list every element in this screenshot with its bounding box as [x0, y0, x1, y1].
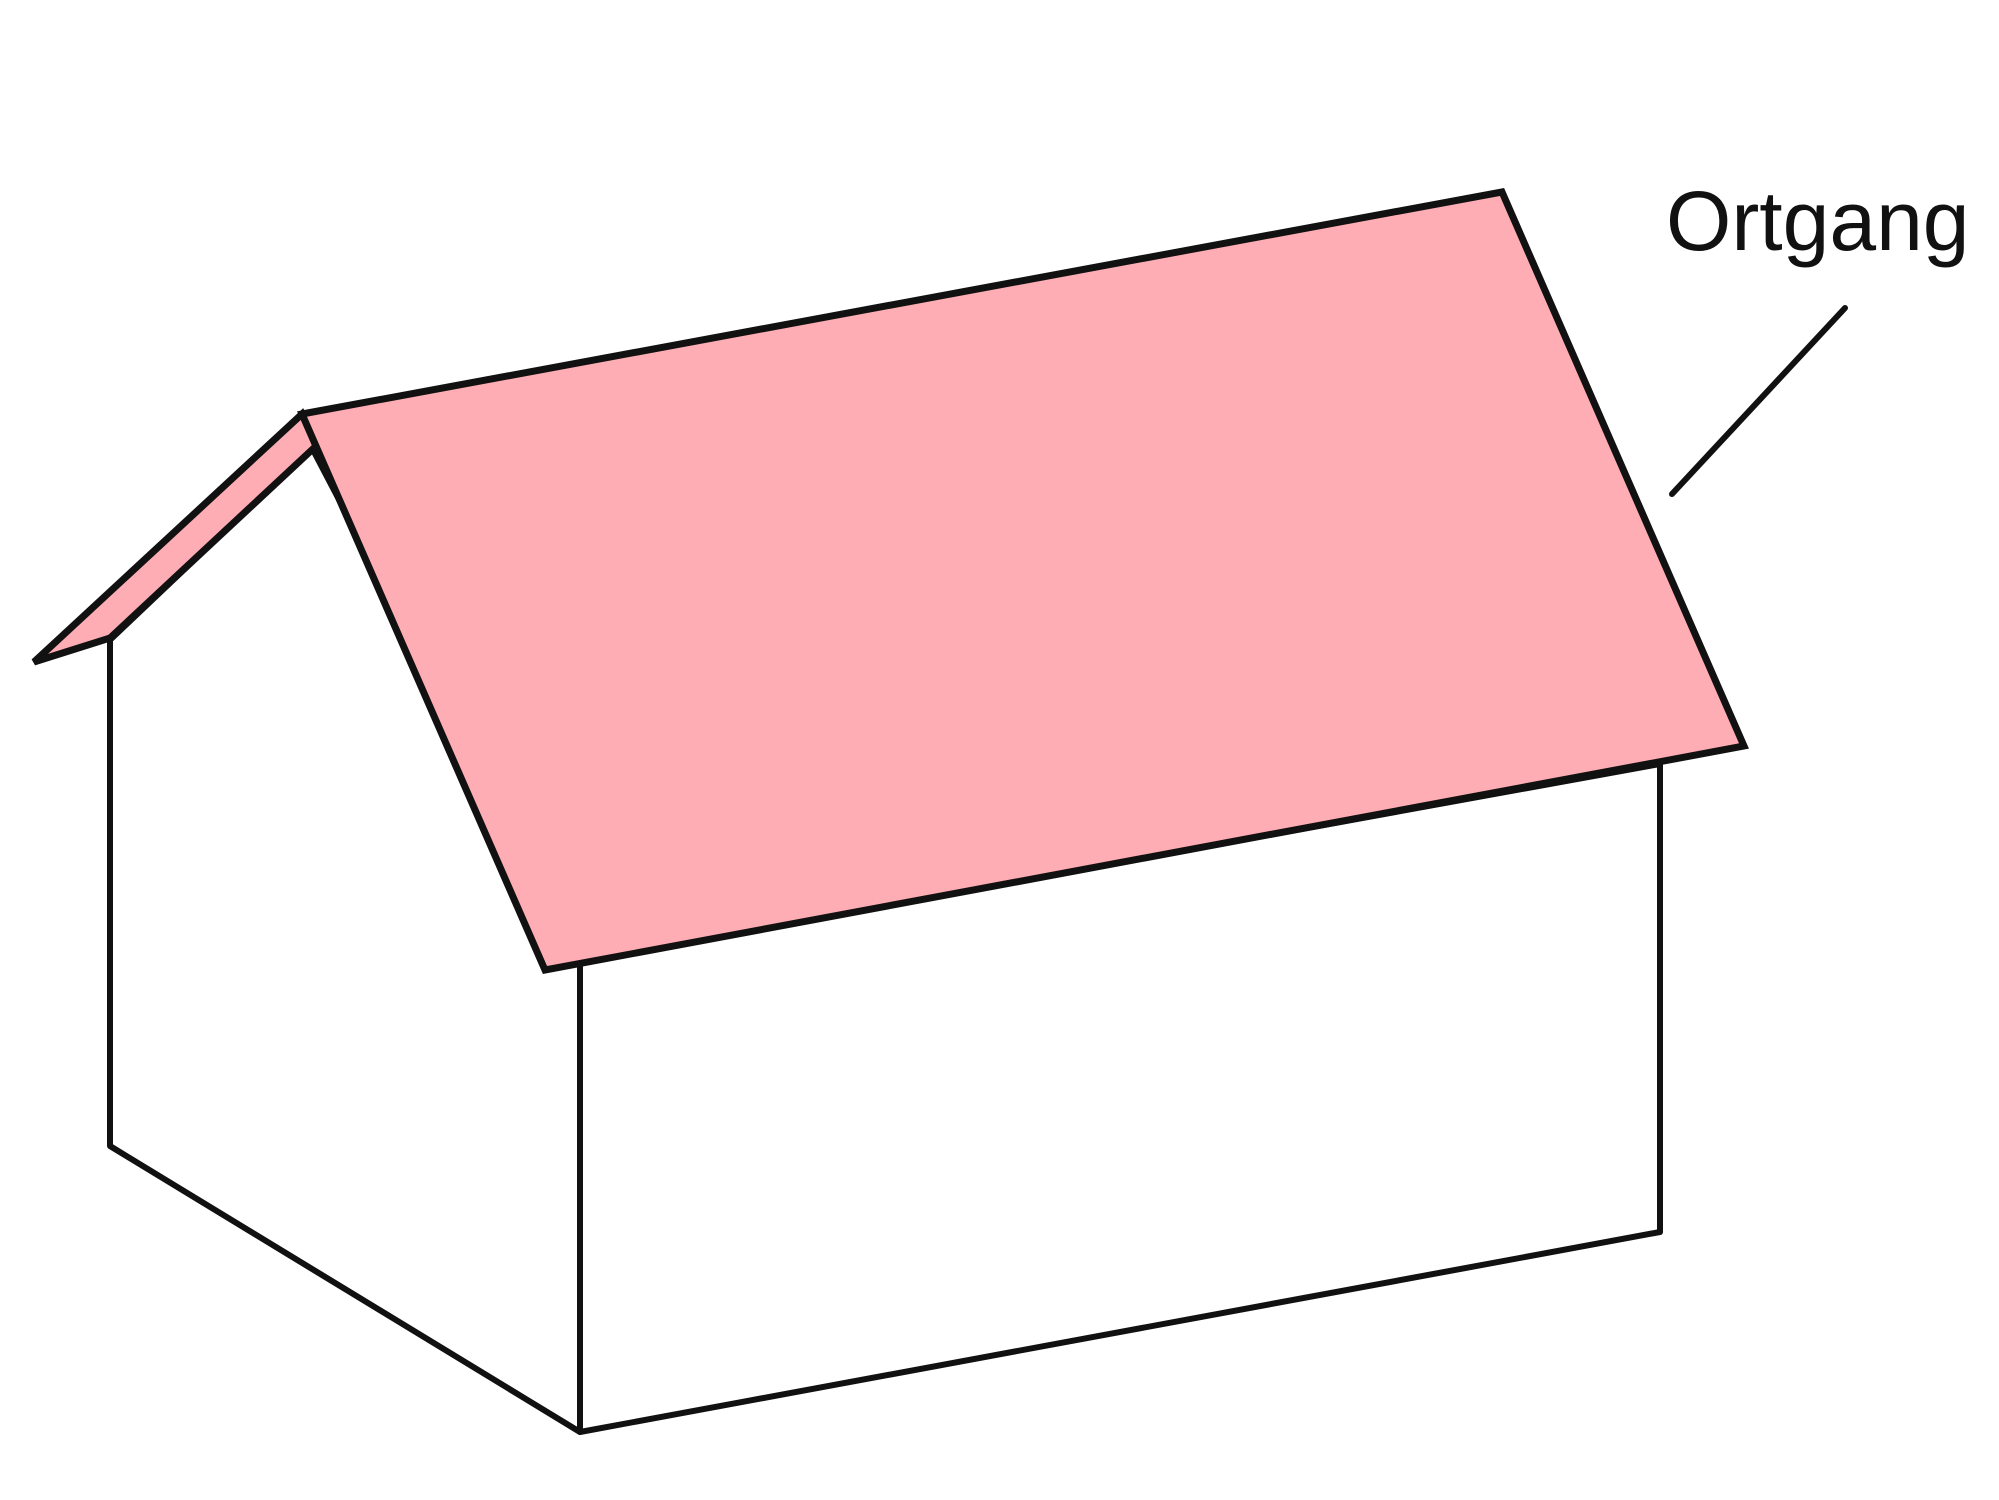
ortgang-label: Ortgang: [1666, 174, 1970, 268]
roof-plane: [297, 188, 1749, 974]
label-leader-line: [1669, 305, 1848, 497]
